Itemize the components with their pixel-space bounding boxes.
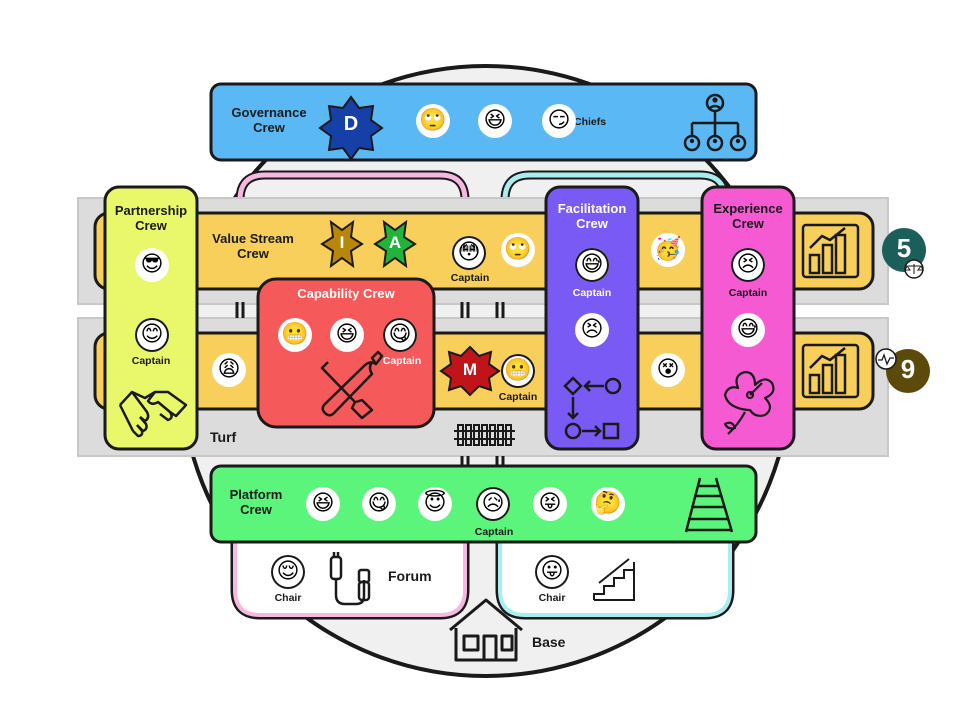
value-stream-captain-label: Captain [450, 272, 490, 284]
governance-avatar-1: 🙄 [416, 104, 450, 138]
m-captain-avatar: 😬 [501, 354, 535, 388]
partnership-crew-title-line2: Crew [135, 217, 167, 233]
lower-band-avatar-1: 😩 [212, 353, 246, 387]
capability-m-letter: M [462, 360, 478, 379]
platform-captain-label: Captain [474, 526, 514, 538]
governance-d-letter: D [343, 113, 359, 135]
forum-chair-label: Chair [274, 592, 302, 604]
band-ticks [235, 302, 505, 466]
base-chair-avatar: 😛 [535, 555, 569, 589]
forum-pill-top [237, 172, 468, 270]
turf-label: Turf [210, 429, 237, 445]
experience-avatar-2: 😅 [731, 313, 765, 347]
governance-crew-title-line2: Crew [253, 119, 285, 135]
partnership-avatar-1: 😎 [135, 248, 169, 282]
facilitation-avatar-2: 😣 [575, 313, 609, 347]
forum-label: Forum [388, 568, 432, 584]
facilitation-captain-label: Captain [572, 287, 612, 299]
fence-icon [454, 424, 515, 446]
governance-chiefs-label: Chiefs [574, 116, 607, 128]
experience-captain-avatar: 😣 [731, 248, 765, 282]
lower-band-avatar-2: 😵 [651, 353, 685, 387]
value-stream-metric-number: 5 [896, 233, 912, 263]
hierarchy-icon [683, 93, 747, 152]
flow-icon [563, 376, 622, 440]
flower-icon [723, 370, 775, 435]
value-stream-a-letter: A [388, 233, 402, 252]
platform-avatar-2: 😋 [362, 487, 396, 521]
value-stream-captain-avatar: 😳 [452, 236, 486, 270]
base-label: Base [532, 634, 566, 650]
governance-crew-title: Governance Crew [222, 105, 316, 136]
handshake-icon [118, 390, 188, 438]
value-stream-a-badge [373, 219, 417, 269]
capability-avatar-2: 😆 [330, 318, 364, 352]
forum-chair-avatar: 😌 [271, 555, 305, 589]
facilitation-crew-title: Facilitation Crew [546, 201, 638, 232]
stairs-icon [593, 558, 635, 601]
capability-crew-title: Capability Crew [297, 286, 395, 301]
experience-captain-label: Captain [728, 287, 768, 299]
cable-icon [329, 552, 371, 606]
facilitation-crew-title-line2: Crew [576, 215, 608, 231]
capability-crew-box [256, 277, 436, 429]
platform-avatar-1: 😆 [306, 487, 340, 521]
platform-crew-title: Platform Crew [222, 487, 290, 518]
experience-crew-title: Experience Crew [702, 201, 794, 232]
partnership-crew-title-line1: Partnership [114, 203, 188, 218]
m-captain-label: Captain [498, 391, 538, 403]
balance-icon-glyph [904, 264, 924, 274]
house-icon [449, 598, 523, 662]
platform-avatar-3: 😇 [418, 487, 452, 521]
platform-crew-title-line1: Platform [229, 487, 283, 502]
experience-crew-title-line2: Crew [732, 215, 764, 231]
value-stream-crew-title-line2: Crew [237, 245, 269, 261]
platform-avatar-5: 😝 [533, 487, 567, 521]
capability-avatar-1: 😬 [278, 318, 312, 352]
value-stream-crew-title-line1: Value Stream [212, 231, 294, 246]
bar-chart-icon-lower [801, 343, 860, 399]
rail-track-icon [684, 477, 734, 533]
base-chair-label: Chair [538, 592, 566, 604]
governance-crew-title-line1: Governance [231, 105, 307, 120]
governance-d-badge [318, 95, 384, 161]
platform-crew-title-line2: Crew [240, 501, 272, 517]
tools-icon [320, 350, 384, 420]
value-stream-i-badge [320, 219, 364, 269]
facilitation-crew-title-line1: Facilitation [557, 201, 627, 216]
heartbeat-glyph [878, 353, 894, 366]
value-stream-avatar-2: 🙄 [501, 233, 535, 267]
capability-m-badge [439, 345, 501, 397]
capability-captain-avatar: 😋 [383, 318, 417, 352]
facilitation-captain-avatar: 😅 [575, 248, 609, 282]
capability-captain-label: Captain [382, 355, 422, 367]
value-stream-i-letter: I [339, 233, 345, 252]
experience-crew-title-line1: Experience [713, 201, 783, 216]
partnership-captain-avatar: 😊 [135, 318, 169, 352]
partnership-crew-title: Partnership Crew [105, 203, 197, 234]
value-stream-crew-title: Value Stream Crew [200, 231, 306, 262]
metric-circle-9 [886, 349, 930, 393]
governance-avatar-3: 😏 [542, 104, 576, 138]
partnership-captain-label: Captain [131, 355, 171, 367]
value-stream-avatar-3: 🥳 [651, 233, 685, 267]
governance-avatar-2: 😆 [478, 104, 512, 138]
bar-chart-icon-upper [801, 223, 860, 279]
lower-metric-number: 9 [900, 354, 916, 384]
platform-avatar-6: 🤔 [591, 487, 625, 521]
platform-captain-avatar: 😥 [476, 487, 510, 521]
